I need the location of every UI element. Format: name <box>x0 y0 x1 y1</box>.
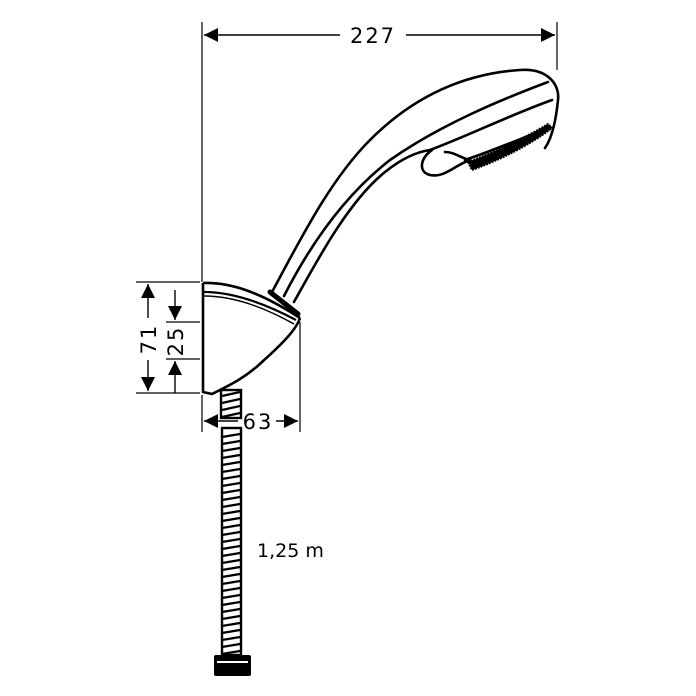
hose-length-label: 1,25 m <box>257 540 324 562</box>
hose <box>219 388 243 657</box>
wall-holder <box>201 281 302 396</box>
dimension-holder-depth: 63 <box>201 322 301 434</box>
dimension-label-71: 71 <box>137 324 161 355</box>
dimension-label-227: 227 <box>350 24 396 48</box>
dimension-overall-length: 227 <box>201 22 558 282</box>
hose-nut <box>214 655 251 676</box>
spray-head-nozzles-icon <box>466 122 554 172</box>
dimension-label-25: 25 <box>164 326 188 357</box>
dimension-label-63: 63 <box>243 410 274 434</box>
hand-shower <box>267 68 560 317</box>
dimension-holder-offset: 25 <box>164 290 200 393</box>
dimension-holder-height: 71 <box>136 281 200 394</box>
